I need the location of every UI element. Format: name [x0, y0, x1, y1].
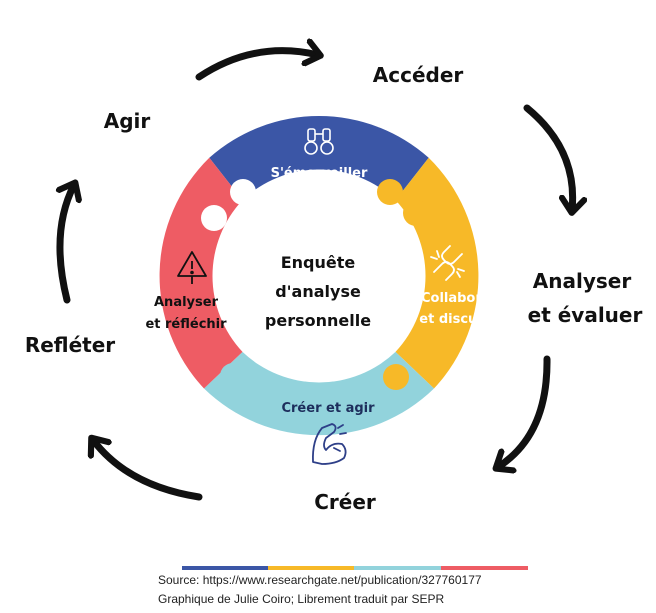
credit-line: Graphique de Julie Coiro; Librement trad… — [158, 592, 445, 606]
flexed-arm-icon — [312, 423, 347, 465]
arrow-analyser-to-creer — [498, 355, 551, 467]
binoculars-icon — [304, 128, 334, 155]
colorbar-red — [441, 566, 528, 570]
arrow-refleter-to-agir — [60, 185, 74, 304]
center-title-line2: d'analyse — [275, 282, 361, 301]
stage-label-analyser-line2: et évaluer — [528, 303, 643, 327]
stage-label-acceder: Accéder — [373, 63, 464, 87]
puzzle-tab-left — [220, 363, 246, 389]
segment-left-line2: et réfléchir — [145, 317, 227, 332]
stage-label-creer: Créer — [314, 490, 376, 514]
puzzle-tab-top-left — [230, 179, 256, 205]
segment-collaborate-discuss — [395, 157, 479, 389]
center-title-line3: personnelle — [265, 311, 371, 330]
segment-right-line1: Collaborer — [421, 291, 498, 306]
puzzle-ring — [159, 116, 479, 436]
segment-top-line2: et découvrir — [274, 186, 364, 201]
puzzle-tab-bottom — [383, 364, 409, 390]
warning-triangle-icon — [177, 251, 207, 284]
colorbar-blue — [182, 566, 268, 570]
segment-left-line1: Analyser — [154, 295, 219, 310]
source-line: Source: https://www.researchgate.net/pub… — [158, 573, 482, 587]
puzzle-tab-top — [377, 179, 403, 205]
arrow-acceder-to-analyser — [523, 104, 573, 210]
stage-label-analyser-line1: Analyser — [533, 269, 632, 293]
colorbar-teal — [354, 566, 441, 570]
puzzle-tab-left-upper — [201, 205, 227, 231]
segment-create-act — [204, 351, 434, 436]
stage-label-refleter: Refléter — [25, 333, 115, 357]
arrow-creer-to-refleter — [93, 440, 203, 501]
chain-link-icon — [430, 245, 465, 281]
arrow-agir-to-acceder — [195, 51, 318, 81]
segment-bottom-line1: Créer et agir — [281, 401, 375, 416]
colorbar-yellow — [268, 566, 354, 570]
puzzle-tab-right — [403, 200, 429, 226]
segment-right-line2: et discuter — [419, 312, 499, 327]
segment-wonder-discover — [209, 116, 429, 201]
center-title-line1: Enquête — [281, 253, 356, 272]
stage-label-agir: Agir — [104, 109, 151, 133]
segment-top-line1: S'émerveiller — [271, 166, 368, 181]
